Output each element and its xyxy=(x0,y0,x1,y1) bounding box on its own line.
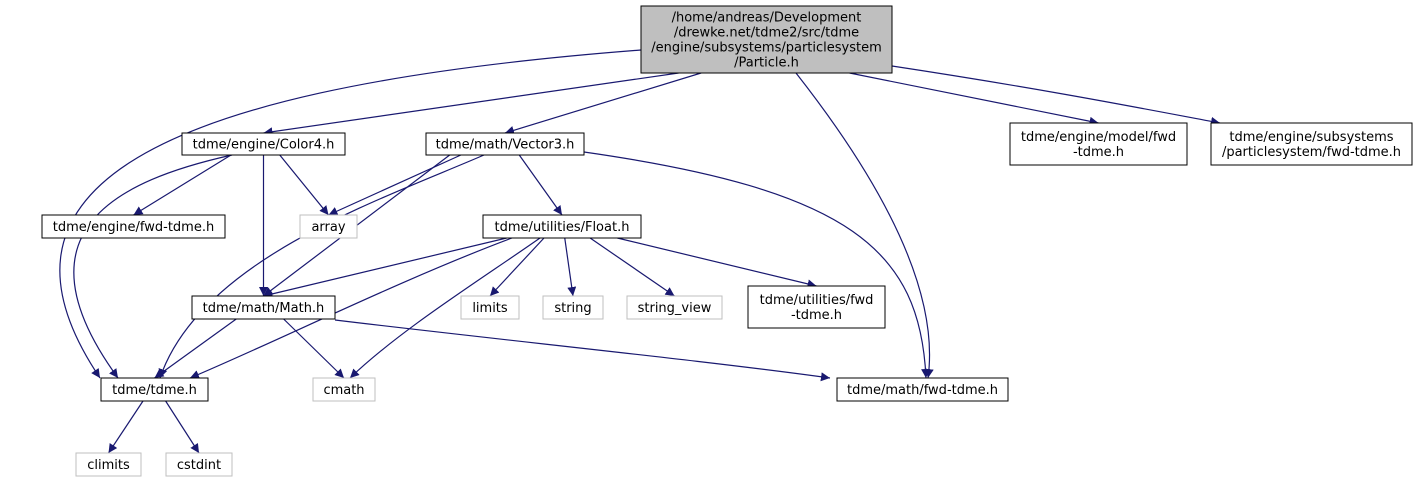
edge-particle-to-tdme xyxy=(59,49,642,379)
edge-float-to-cmath xyxy=(349,237,541,379)
edge-particle-to-color4 xyxy=(263,72,679,137)
node-label-particle-line-3: /Particle.h xyxy=(734,56,799,71)
edge-vector3-to-array xyxy=(328,154,462,216)
node-box-tdme xyxy=(100,377,209,402)
node-box-model-fwd xyxy=(1009,122,1188,166)
node-label-ps-fwd-line-1: /particlesystem/fwd-tdme.h xyxy=(1222,145,1401,160)
node-box-particle xyxy=(640,5,893,74)
node-label-util-fwd-line-0: tdme/utilities/fwd xyxy=(760,293,874,308)
node-tdme[interactable]: tdme/tdme.h xyxy=(100,377,209,402)
node-label-particle-line-1: /drewke.net/tdme2/src/tdme xyxy=(674,26,859,41)
edge-particle-to-math_fwd xyxy=(795,72,934,379)
node-label-math-line-0: tdme/math/Math.h xyxy=(203,301,325,316)
edge-color4-to-array xyxy=(279,154,329,216)
node-label-model-fwd-line-1: -tdme.h xyxy=(1073,145,1124,160)
node-color4[interactable]: tdme/engine/Color4.h xyxy=(181,132,346,156)
node-string-view: string_view xyxy=(626,295,723,320)
edges-layer xyxy=(59,49,1221,454)
node-cstdint: cstdint xyxy=(165,452,233,477)
node-math[interactable]: tdme/math/Math.h xyxy=(191,295,336,320)
node-math-fwd[interactable]: tdme/math/fwd-tdme.h xyxy=(836,377,1009,402)
edge-float-to-math xyxy=(263,237,507,299)
node-string: string xyxy=(542,295,604,320)
node-box-ps-fwd xyxy=(1210,122,1413,166)
node-label-string-line-0: string xyxy=(554,301,591,316)
node-box-climits xyxy=(75,452,142,477)
edge-math-to-cmath xyxy=(283,318,345,379)
node-label-string-view-line-0: string_view xyxy=(638,301,712,316)
node-label-particle-line-2: /engine/subsystems/particlesystem xyxy=(651,41,882,56)
node-label-util-fwd-line-1: -tdme.h xyxy=(791,308,842,323)
node-float[interactable]: tdme/utilities/Float.h xyxy=(482,214,642,239)
node-engine-fwd[interactable]: tdme/engine/fwd-tdme.h xyxy=(41,214,226,239)
edge-math-to-tdme xyxy=(154,318,237,379)
node-label-ps-fwd-line-0: tdme/engine/subsystems xyxy=(1229,130,1393,145)
node-util-fwd[interactable]: tdme/utilities/fwd-tdme.h xyxy=(747,285,886,329)
node-label-math-fwd-line-0: tdme/math/fwd-tdme.h xyxy=(847,383,998,398)
node-ps-fwd[interactable]: tdme/engine/subsystems/particlesystem/fw… xyxy=(1210,122,1413,166)
edge-color4-to-engine_fwd xyxy=(133,154,232,216)
node-array: array xyxy=(299,214,358,239)
node-cmath: cmath xyxy=(312,377,376,402)
edge-float-to-tdme xyxy=(189,237,513,379)
node-box-util-fwd xyxy=(747,285,886,329)
node-box-string-view xyxy=(626,295,723,320)
node-label-model-fwd-line-0: tdme/engine/model/fwd xyxy=(1021,130,1176,145)
node-box-math-fwd xyxy=(836,377,1009,402)
edge-particle-to-model_fwd xyxy=(849,72,1099,126)
node-label-color4-line-0: tdme/engine/Color4.h xyxy=(193,138,335,153)
edge-float-to-string_view xyxy=(589,237,675,297)
node-box-engine-fwd xyxy=(41,214,226,239)
node-box-color4 xyxy=(181,132,346,156)
node-box-vector3 xyxy=(425,132,585,156)
edge-tdme-to-cstdint xyxy=(165,400,200,454)
node-box-limits xyxy=(460,295,520,320)
edge-particle-to-ps_fwd xyxy=(891,65,1221,126)
node-box-cstdint xyxy=(165,452,233,477)
node-vector3[interactable]: tdme/math/Vector3.h xyxy=(425,132,585,156)
node-label-vector3-line-0: tdme/math/Vector3.h xyxy=(436,138,575,153)
edge-float-to-string xyxy=(564,237,577,297)
edge-particle-to-vector3 xyxy=(504,72,702,135)
node-label-engine-fwd-line-0: tdme/engine/fwd-tdme.h xyxy=(53,220,214,235)
node-label-float-line-0: tdme/utilities/Float.h xyxy=(495,220,630,235)
node-label-limits-line-0: limits xyxy=(472,301,508,316)
node-label-cstdint-line-0: cstdint xyxy=(177,458,221,473)
node-climits: climits xyxy=(75,452,142,477)
node-limits: limits xyxy=(460,295,520,320)
edge-float-to-limits xyxy=(489,237,545,297)
node-box-math xyxy=(191,295,336,320)
nodes-layer: /home/andreas/Development/drewke.net/tdm… xyxy=(41,5,1413,477)
edge-vector3-to-float xyxy=(518,154,563,216)
node-label-tdme-line-0: tdme/tdme.h xyxy=(112,383,197,398)
edge-tdme-to-climits xyxy=(108,400,144,454)
node-box-cmath xyxy=(312,377,376,402)
node-box-float xyxy=(482,214,642,239)
node-box-array xyxy=(299,214,358,239)
edge-vector3-to-tdme xyxy=(158,154,485,379)
node-box-string xyxy=(542,295,604,320)
node-label-cmath-line-0: cmath xyxy=(323,383,364,398)
node-model-fwd[interactable]: tdme/engine/model/fwd-tdme.h xyxy=(1009,122,1188,166)
node-label-climits-line-0: climits xyxy=(87,458,130,473)
node-label-array-line-0: array xyxy=(311,220,345,235)
node-particle[interactable]: /home/andreas/Development/drewke.net/tdm… xyxy=(640,5,893,74)
edge-float-to-util_fwd xyxy=(617,237,817,289)
node-label-particle-line-0: /home/andreas/Development xyxy=(672,11,862,26)
edge-math-to-math_fwd xyxy=(334,319,831,382)
edge-vector3-to-math_fwd xyxy=(583,151,931,379)
